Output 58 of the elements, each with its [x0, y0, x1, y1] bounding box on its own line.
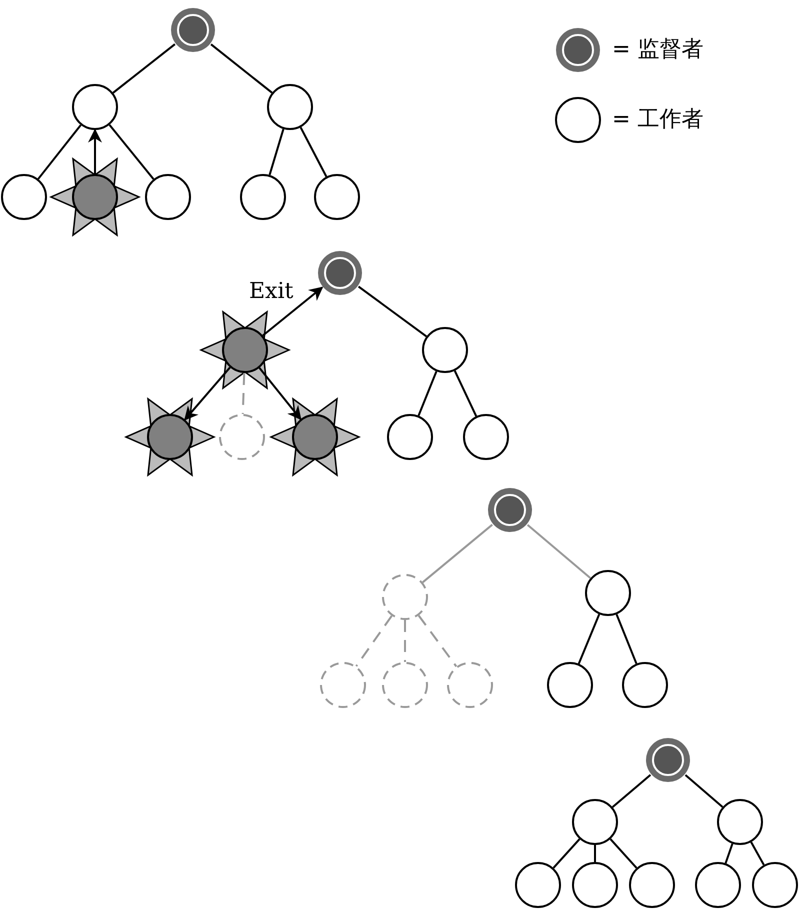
arrow [258, 367, 302, 420]
worker-node [629, 862, 675, 908]
connector-line [454, 370, 478, 417]
worker-node [547, 662, 593, 708]
connector-line [210, 44, 273, 94]
worker-node [717, 799, 763, 845]
connector-line [300, 126, 328, 178]
supervisor-node [317, 250, 363, 296]
connector-line [526, 524, 592, 579]
connector-line [37, 124, 82, 180]
legend-text: = 工作者 [612, 107, 704, 133]
worker-node [572, 799, 618, 845]
connector-line [108, 124, 154, 180]
worker-node [314, 174, 360, 220]
connector-line [242, 372, 246, 414]
connector-line [358, 286, 428, 338]
supervisor-node [645, 737, 691, 783]
connector-line [112, 43, 176, 94]
connector-line [268, 128, 284, 176]
supervisor-node [487, 487, 533, 533]
worker-node [572, 862, 618, 908]
worker-node [585, 570, 631, 616]
arrow [262, 286, 324, 336]
worker-node [463, 414, 509, 460]
arrow [88, 128, 102, 174]
terminated-worker-node [219, 414, 265, 460]
worker-node [145, 174, 191, 220]
connector-line [552, 838, 580, 869]
connector-line [418, 370, 438, 416]
connector-line [616, 614, 638, 664]
connector-line [355, 615, 393, 667]
connector-line [750, 842, 765, 866]
worker-node [422, 327, 468, 373]
arrow [184, 366, 231, 421]
worker-node [622, 662, 668, 708]
worker-node [387, 414, 433, 460]
connector-line [610, 838, 638, 869]
supervisor-node [170, 7, 216, 53]
terminated-worker-node [320, 662, 366, 708]
terminated-worker-node [447, 662, 493, 708]
terminated-worker-node [382, 662, 428, 708]
terminated-worker-node [382, 574, 428, 620]
worker-node [752, 862, 798, 908]
worker-node [267, 84, 313, 130]
connector-line [684, 774, 724, 808]
worker-node [72, 84, 118, 130]
worker-node [515, 862, 561, 908]
worker-node [1, 174, 47, 220]
worker-node [695, 862, 741, 908]
worker-node [240, 174, 286, 220]
connector-line [724, 843, 734, 864]
connector-line [404, 620, 406, 662]
connector-line [612, 774, 652, 808]
connector-line [418, 614, 458, 668]
connector-line [422, 524, 493, 584]
connector-line [594, 845, 596, 862]
legend-text: = 监督者 [612, 37, 704, 63]
connector-line [578, 614, 600, 664]
